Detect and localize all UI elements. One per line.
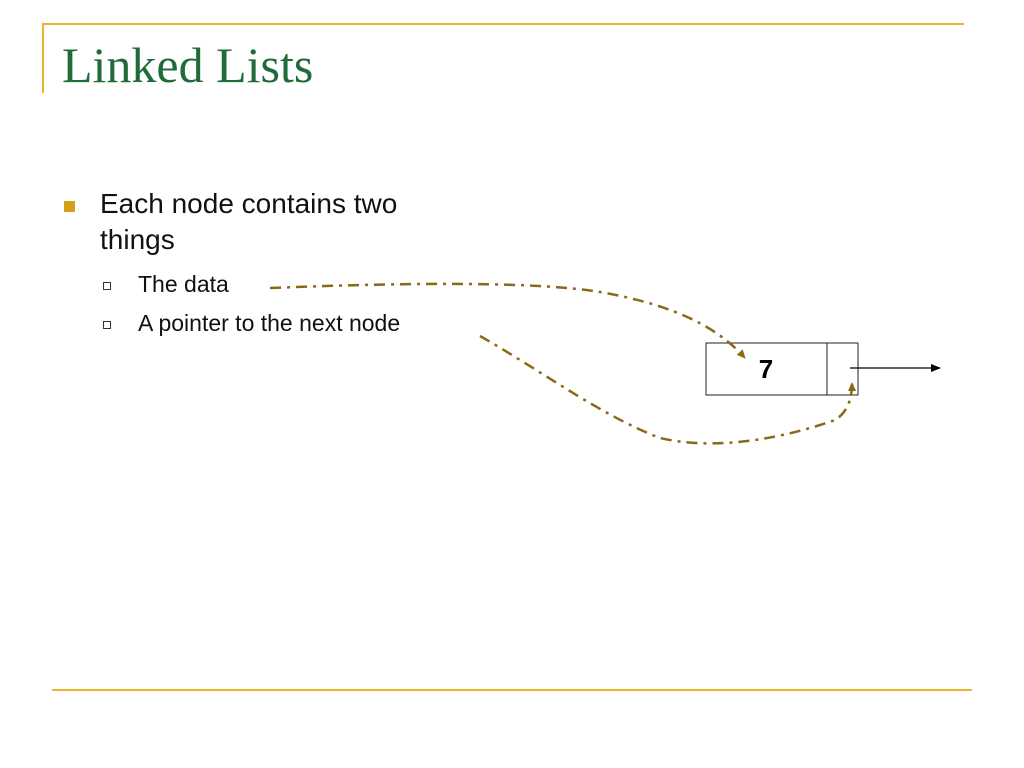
subitem-data: The data — [138, 271, 229, 297]
frame-top-rule — [42, 23, 964, 25]
data-annotation-arrow — [269, 282, 746, 359]
slide-title: Linked Lists — [62, 37, 314, 93]
sub-bullet-icon — [103, 321, 111, 329]
frame-bottom-rule — [52, 689, 972, 691]
bullet-square-icon — [64, 201, 75, 212]
pointer-annotation-arrow — [479, 334, 856, 445]
sub-bullet-icon — [103, 282, 111, 290]
frame-left-rule — [42, 23, 44, 93]
subitem-pointer: A pointer to the next node — [138, 310, 401, 336]
bullet-text: Each node contains two things — [100, 188, 398, 255]
node-value: 7 — [759, 354, 773, 384]
node-box — [705, 342, 859, 396]
